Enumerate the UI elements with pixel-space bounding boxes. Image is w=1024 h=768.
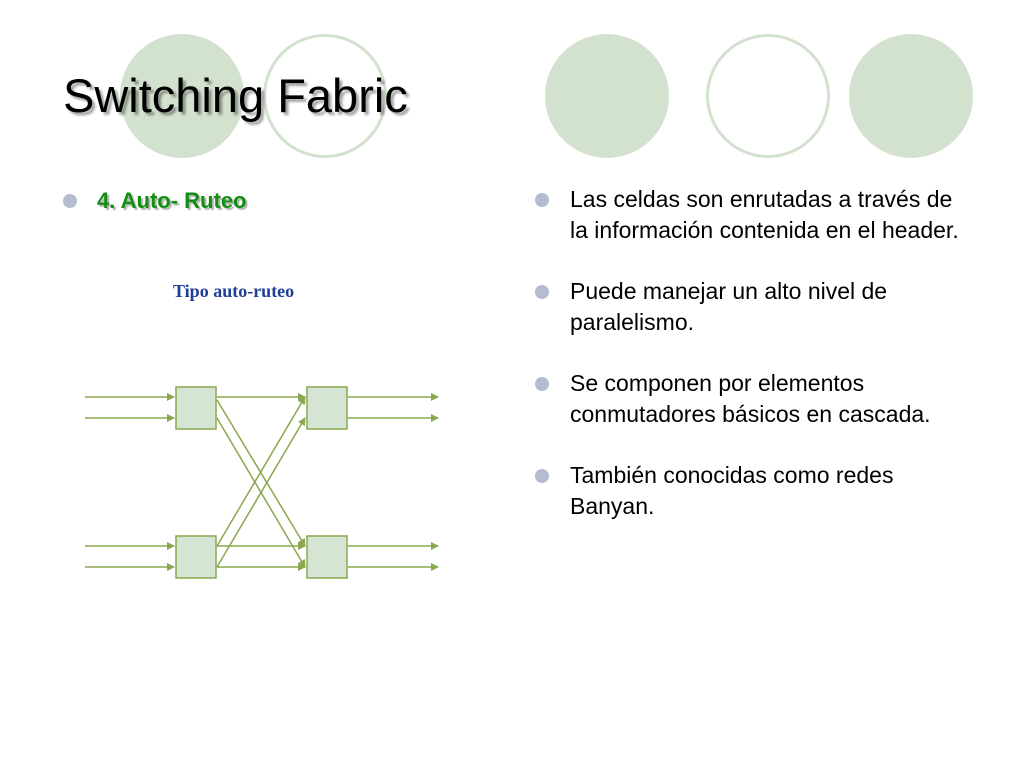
decorative-circle	[120, 34, 244, 158]
switch-element	[306, 535, 348, 579]
bullet-icon	[535, 285, 549, 299]
list-item: Las celdas son enrutadas a través de la …	[533, 184, 973, 246]
cross-link	[216, 417, 306, 568]
list-item-text: También conocidas como redes Banyan.	[570, 462, 894, 519]
slide-title: Switching Fabric	[63, 69, 408, 122]
left-bullet-text: 4. Auto- Ruteo	[97, 188, 247, 213]
bullet-icon	[535, 377, 549, 391]
bullet-icon	[535, 469, 549, 483]
right-bullet-list: Las celdas son enrutadas a través de la …	[533, 184, 973, 552]
decorative-ring	[263, 34, 387, 158]
list-item: También conocidas como redes Banyan.	[533, 460, 973, 522]
left-bullet: 4. Auto- Ruteo	[63, 188, 247, 214]
switch-element	[175, 535, 217, 579]
list-item-text: Las celdas son enrutadas a través de la …	[570, 186, 959, 243]
diagram-caption: Tipo auto-ruteo	[173, 281, 295, 301]
decorative-circle	[849, 34, 973, 158]
switch-element	[175, 386, 217, 430]
bullet-icon	[535, 193, 549, 207]
list-item: Se componen por elementos conmutadores b…	[533, 368, 973, 430]
decorative-circle	[545, 34, 669, 158]
cross-link	[216, 396, 306, 547]
list-item: Puede manejar un alto nivel de paralelis…	[533, 276, 973, 338]
decorative-ring	[706, 34, 830, 158]
cross-link	[216, 399, 306, 547]
bullet-icon	[63, 194, 77, 208]
list-item-text: Se componen por elementos conmutadores b…	[570, 370, 931, 427]
list-item-text: Puede manejar un alto nivel de paralelis…	[570, 278, 888, 335]
switch-element	[306, 386, 348, 430]
